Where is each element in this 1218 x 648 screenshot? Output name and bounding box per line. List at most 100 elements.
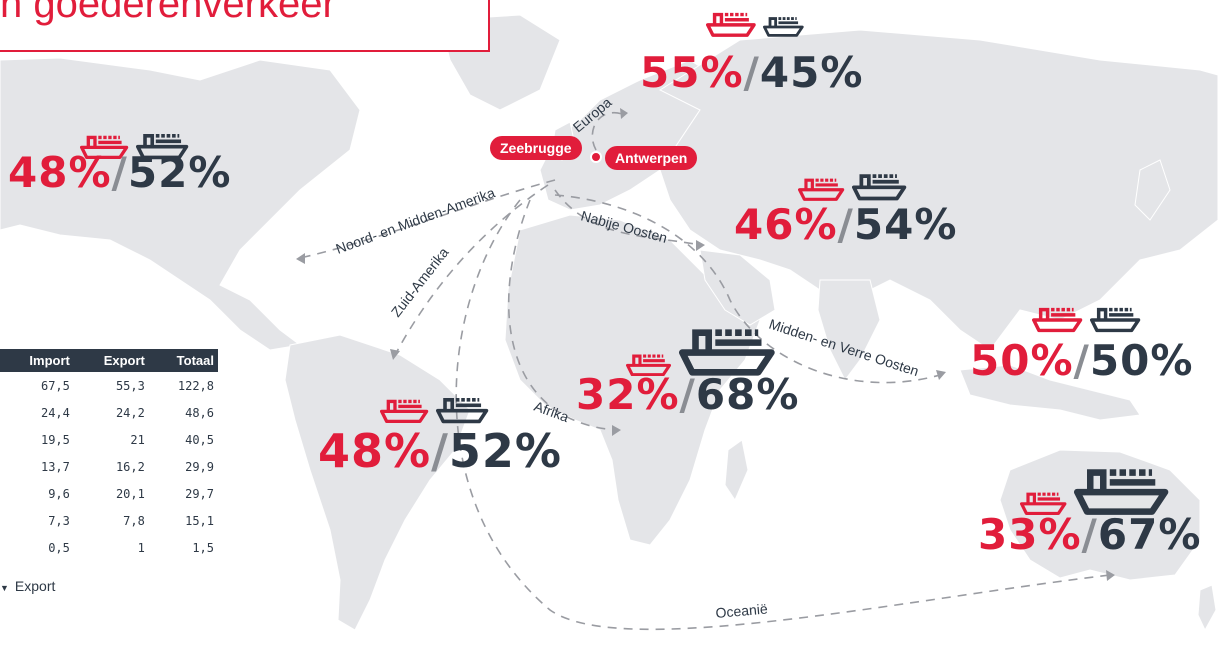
cell-totaal: 29,7 [185,486,214,501]
arrowhead-nabije-oosten [696,240,705,251]
cell-totaal: 15,1 [185,513,214,528]
cell-import: 0,5 [48,540,70,555]
import-share: 32% [576,370,680,419]
table-row: 67,5 55,3 122,8 [0,372,218,399]
export-share: 45% [759,48,864,97]
asia-landmass [658,29,1218,351]
export-share: 54% [853,200,958,249]
shipping-routes [299,112,1111,631]
region-stat-europa: 55%/45% [640,48,863,97]
export-ship-icon [135,134,189,160]
route-afrika [507,199,616,431]
export-share: 67% [1097,510,1202,559]
legend: ▼Export [0,578,55,594]
port-label-zeebrugge: Zeebrugge [490,136,582,160]
port-marker-dot [590,151,602,163]
arrowhead-zuid-amerika [390,349,400,360]
cell-totaal: 122,8 [177,378,214,393]
cell-export: 7,8 [123,513,145,528]
route-zuid-amerika [394,184,549,356]
arrowhead-afrika [612,425,621,436]
share-separator: / [1081,510,1098,559]
import-share: 48% [8,148,112,197]
japan-landmass [1134,159,1171,221]
cell-export: 55,3 [115,378,145,393]
region-stat-oceanie: 33%/67% [978,510,1201,559]
cell-export: 1 [137,540,145,555]
import-share: 46% [734,200,838,249]
import-share: 48% [318,424,432,478]
route-label-noord-midden-amerika: Noord- en Midden-Amerika [334,184,498,257]
route-nabije-oosten [554,189,701,246]
share-separator: / [1073,336,1090,385]
cell-totaal: 1,5 [192,540,214,555]
share-separator: / [679,370,696,419]
south-america-landmass [284,334,471,631]
cell-totaal: 29,9 [185,459,214,474]
export-ship-icon [1090,307,1141,333]
import-share: 50% [970,336,1074,385]
share-separator: / [111,148,128,197]
route-arrowheads [296,108,1115,581]
legend-export-marker-icon: ▼ [0,583,9,593]
route-label-oceanie: Oceanië [715,600,769,621]
column-header-export: Export [73,349,149,372]
export-ship-icon [1074,469,1169,515]
table-row: 19,5 21 40,5 [0,426,218,453]
import-ship-icon [626,354,672,377]
arrowhead-midden-verre-oosten [936,370,946,380]
cell-totaal: 40,5 [185,432,214,447]
port-label-antwerpen: Antwerpen [605,146,698,170]
export-share: 68% [695,370,800,419]
southeast-asia-islands [959,364,1141,421]
cell-export: 21 [130,432,145,447]
export-share: 52% [127,148,232,197]
import-ship-icon [1020,492,1067,516]
cell-export: 24,2 [115,405,145,420]
share-separator: / [743,48,760,97]
region-stat-afrika: 32%/68% [576,370,799,419]
export-ship-icon [435,398,489,424]
import-ship-icon [798,178,845,201]
export-ship-icon [678,329,775,376]
page-title: n goederenverkeer [0,0,336,26]
cell-import: 67,5 [40,378,70,393]
import-ship-icon [706,12,756,37]
export-share: 50% [1089,336,1194,385]
export-share: 52% [448,424,563,478]
cell-export: 20,1 [115,486,145,501]
route-europa [591,112,626,151]
madagascar-landmass [724,439,749,502]
share-separator: / [837,200,854,249]
region-stat-midden-verre-oosten: 50%/50% [970,336,1193,385]
import-share: 33% [978,510,1082,559]
africa-landmass [504,214,761,546]
import-ship-icon [380,400,429,424]
share-separator: / [431,424,449,478]
route-midden-verre-oosten [554,194,941,384]
cell-export: 16,2 [115,459,145,474]
import-share: 55% [640,48,744,97]
region-stat-noord-midden-amerika: 48%/52% [8,148,231,197]
route-oceanie [455,199,1111,631]
column-header-totaal: Totaal [148,349,218,372]
export-ship-icon [763,17,805,37]
import-ship-icon [80,136,129,160]
land-masses [0,14,1218,632]
title-box: n goederenverkeer [0,0,490,52]
india-landmass [817,279,881,381]
arrowhead-oceanie [1106,570,1115,581]
arrowhead-europa [620,108,628,119]
route-noord-midden-amerika [299,179,556,259]
cell-import: 7,3 [48,513,70,528]
table-row: 7,3 7,8 15,1 [0,507,218,534]
table-row: 0,5 1 1,5 [0,534,218,561]
volume-table-header-row: Import Export Totaal [0,349,218,372]
arrowhead-noord-midden-amerika [296,253,305,264]
cell-import: 19,5 [40,432,70,447]
